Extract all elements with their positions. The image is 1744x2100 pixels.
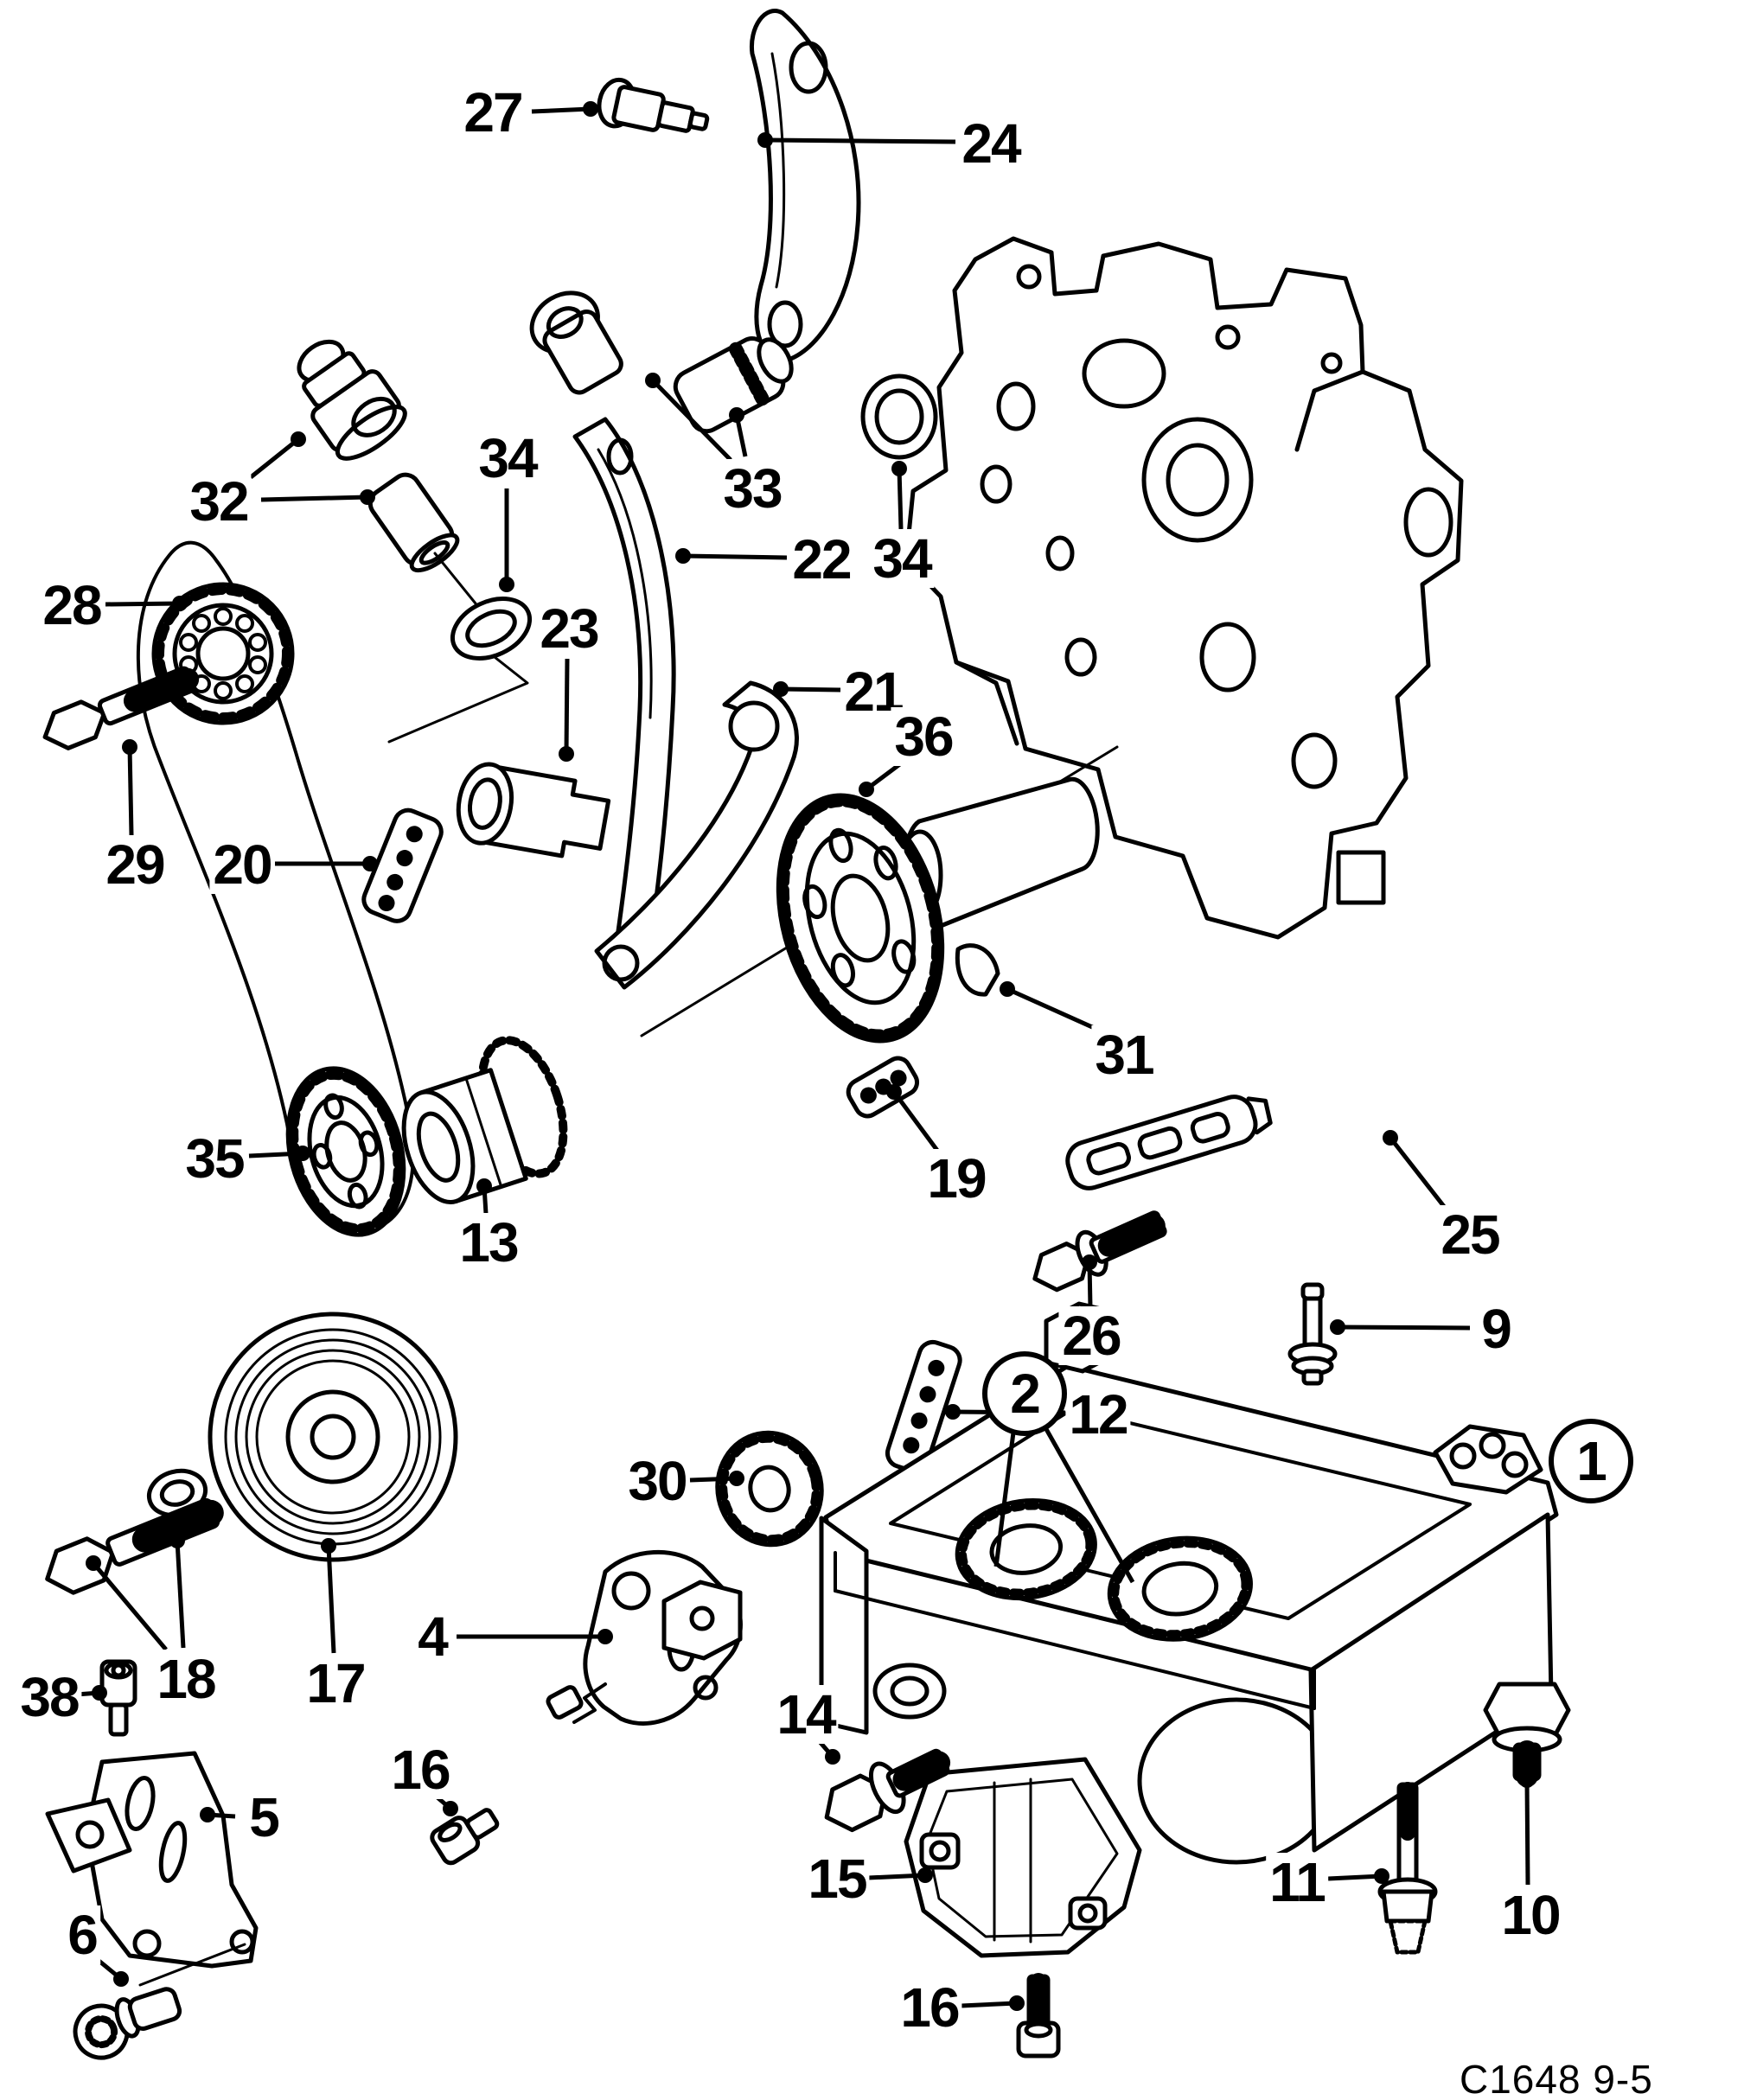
callout-23: 23 [536, 599, 602, 658]
tensioner-blade [594, 680, 799, 990]
callout-19: 19 [923, 1149, 989, 1208]
woodruff-key [955, 943, 1000, 997]
callout-18: 18 [153, 1650, 219, 1708]
callout-6: 6 [64, 1905, 100, 1964]
figure-code: C1648 9-5 [1460, 2057, 1653, 2100]
socket-head-bolt [430, 1808, 500, 1866]
pivot-stud [456, 762, 611, 859]
assembly-line [433, 552, 477, 605]
tensioner-sleeve [367, 472, 460, 573]
chain-guide-rail [572, 417, 676, 969]
assembly-line [387, 655, 529, 744]
callout-34b: 34 [869, 529, 935, 588]
callout-4: 4 [414, 1607, 450, 1666]
callout-16b: 16 [897, 1978, 962, 2037]
callout-36: 36 [891, 707, 956, 766]
upper-chain-guide [749, 9, 861, 363]
chain-tensioner [297, 339, 407, 461]
callout-22: 22 [789, 530, 854, 589]
flange-bolt [1483, 1682, 1571, 1787]
callout-29: 29 [102, 835, 168, 894]
callout-15: 15 [804, 1849, 870, 1908]
pulley-bolt [45, 1497, 224, 1595]
callout-24: 24 [958, 114, 1024, 173]
callout-9: 9 [1478, 1299, 1514, 1358]
oil-pump-sprocket [715, 1430, 824, 1548]
crankshaft-hub [401, 1036, 568, 1205]
callout-11: 11 [1266, 1853, 1328, 1912]
callout-33: 33 [719, 459, 785, 518]
chain-guide-bolt [597, 77, 710, 133]
long-bolt [1377, 1782, 1438, 1955]
sprocket-bolt [42, 666, 200, 750]
callout-30: 30 [624, 1452, 690, 1510]
tensioner-plunger [529, 290, 623, 395]
oil-pump-stud [1287, 1282, 1338, 1386]
callout-17: 17 [303, 1654, 368, 1713]
callout-26: 26 [1058, 1306, 1124, 1365]
lower-chain-guide [1065, 1095, 1273, 1190]
pump-cover [904, 1757, 1142, 1958]
guide-bolt [1032, 1210, 1172, 1293]
callout-10: 10 [1498, 1886, 1563, 1944]
callout-20: 20 [209, 835, 275, 894]
callout-12: 12 [1065, 1385, 1131, 1444]
callout-34a: 34 [475, 429, 540, 488]
callout-1: 1 [1549, 1419, 1633, 1503]
callout-35: 35 [182, 1129, 247, 1188]
sealing-ring [450, 597, 533, 661]
socket-screw [99, 1659, 137, 1737]
callout-13: 13 [456, 1213, 521, 1272]
callout-32: 32 [186, 472, 252, 531]
crankshaft-pulley [208, 1312, 458, 1562]
crankshaft-sprocket [776, 793, 945, 1044]
callout-2: 2 [982, 1351, 1067, 1436]
callout-5: 5 [246, 1788, 282, 1847]
callout-31: 31 [1091, 1025, 1157, 1084]
timing-chain [846, 1056, 920, 1119]
callout-28: 28 [39, 576, 105, 635]
balance-chain-sprocket [285, 1066, 406, 1237]
balance-shaft-sprocket [151, 582, 295, 725]
socket-head-bolt [1016, 1973, 1061, 2059]
callout-27: 27 [460, 83, 526, 142]
callout-25: 25 [1437, 1205, 1503, 1264]
balance-shaft-chain [361, 807, 444, 923]
callout-38: 38 [16, 1668, 82, 1727]
bracket [45, 1751, 259, 1987]
callout-16a: 16 [387, 1740, 453, 1799]
flange-bolt [824, 1748, 952, 1833]
torx-bolt [73, 1987, 182, 2060]
sealing-ring [860, 373, 938, 460]
callout-14: 14 [773, 1685, 839, 1744]
